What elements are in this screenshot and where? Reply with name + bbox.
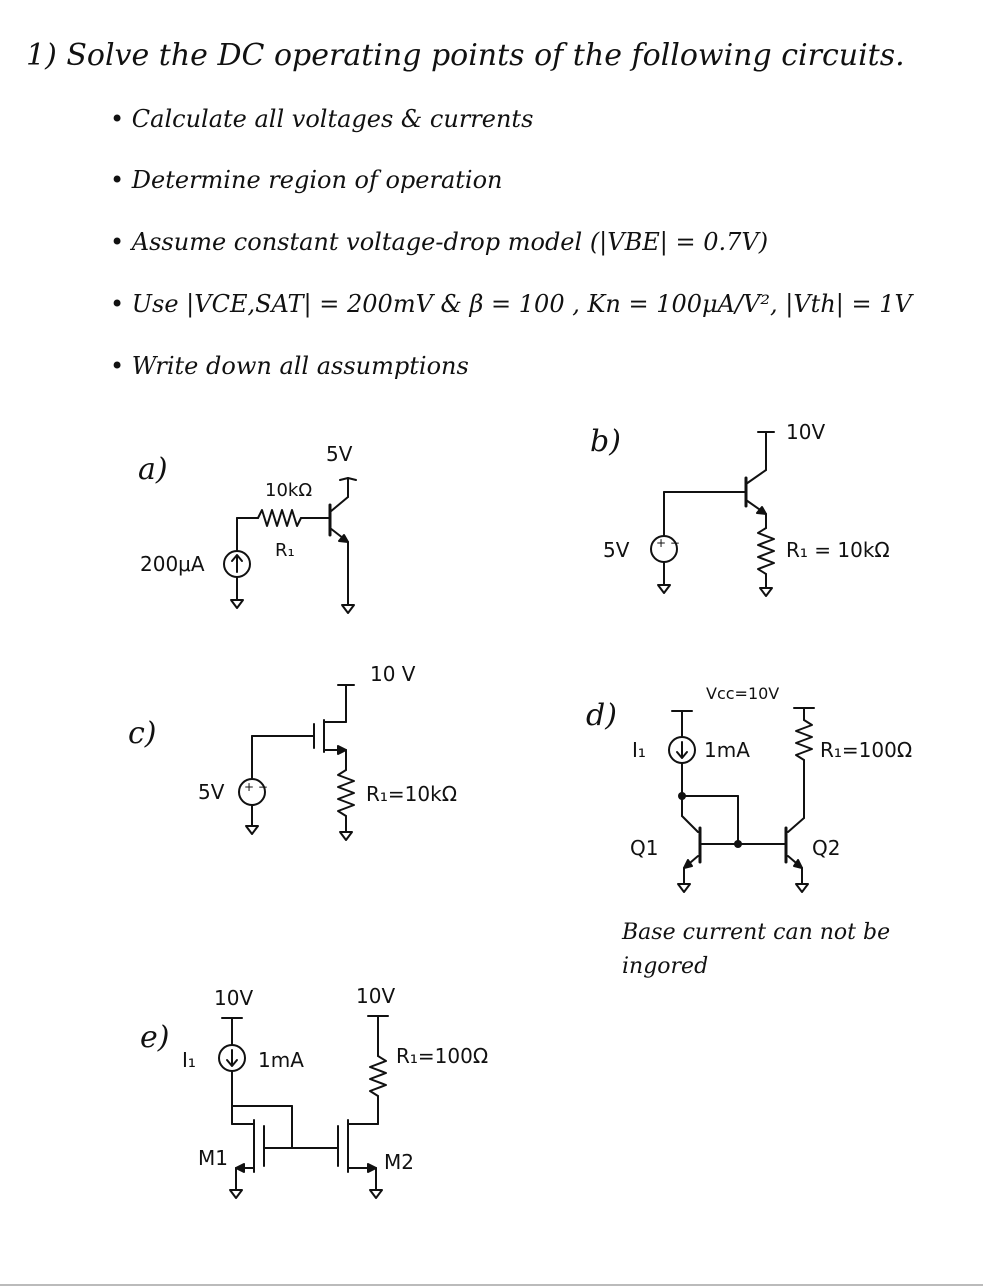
bullet-model: • Assume constant voltage-drop model (|V…	[110, 228, 769, 256]
circuit-a-resistor-name: R₁	[275, 540, 295, 561]
circuit-a-source: 200μA	[140, 552, 205, 576]
circuit-d-tag: d)	[586, 698, 617, 733]
circuit-d-note-line2: ingored	[622, 954, 709, 979]
circuit-e-m2-label: M2	[384, 1150, 414, 1174]
circuit-c-tag: c)	[128, 716, 157, 751]
circuit-e-resistor: R₁=100Ω	[396, 1044, 489, 1068]
problem-title: 1) Solve the DC operating points of the …	[26, 38, 905, 73]
circuit-e-current-value: 1mA	[258, 1048, 304, 1072]
circuit-d-q2-label: Q2	[812, 836, 841, 860]
circuit-a-tag: a)	[138, 452, 168, 487]
circuit-c-schematic	[238, 684, 355, 841]
circuit-e-m1-label: M1	[198, 1146, 228, 1170]
bullet-assumptions: • Write down all assumptions	[110, 352, 469, 380]
circuit-d-supply: Vcc=10V	[706, 684, 780, 703]
circuit-d-schematic	[668, 707, 815, 893]
circuit-a-supply: 5V	[326, 442, 353, 466]
bullet-region: • Determine region of operation	[110, 166, 503, 194]
bullet-parameters: • Use |VCE,SAT| = 200mV & β = 100 , Kn =…	[110, 290, 912, 318]
circuit-c-supply: 10 V	[370, 662, 416, 686]
circuit-b-schematic	[650, 431, 775, 597]
circuit-e-tag: e)	[140, 1020, 170, 1055]
circuit-e-current-name: I₁	[182, 1048, 196, 1072]
circuit-d-q1-label: Q1	[630, 836, 659, 860]
circuit-e-supply-right: 10V	[356, 984, 396, 1008]
circuit-e-schematic	[218, 1015, 389, 1199]
circuit-b-source-polarity: + −	[656, 536, 680, 550]
circuit-d-current-name: I₁	[632, 738, 646, 762]
bullet-calculate: • Calculate all voltages & currents	[110, 105, 534, 133]
circuit-a-schematic	[223, 477, 357, 614]
circuit-b-source: 5V	[603, 538, 630, 562]
circuit-d-current-value: 1mA	[704, 738, 750, 762]
circuit-c-source: 5V	[198, 780, 225, 804]
circuit-b-supply: 10V	[786, 420, 826, 444]
circuit-d-note-line1: Base current can not be	[622, 920, 891, 945]
circuit-c-source-polarity: + −	[244, 780, 268, 794]
circuit-b-tag: b)	[590, 424, 621, 459]
page-bottom-border	[0, 1284, 983, 1286]
circuit-d-resistor: R₁=100Ω	[820, 738, 913, 762]
circuit-b-resistor: R₁ = 10kΩ	[786, 538, 890, 562]
circuit-c-resistor: R₁=10kΩ	[366, 782, 457, 806]
circuit-a-resistor-value: 10kΩ	[265, 480, 313, 501]
circuit-e-supply-left: 10V	[214, 986, 254, 1010]
